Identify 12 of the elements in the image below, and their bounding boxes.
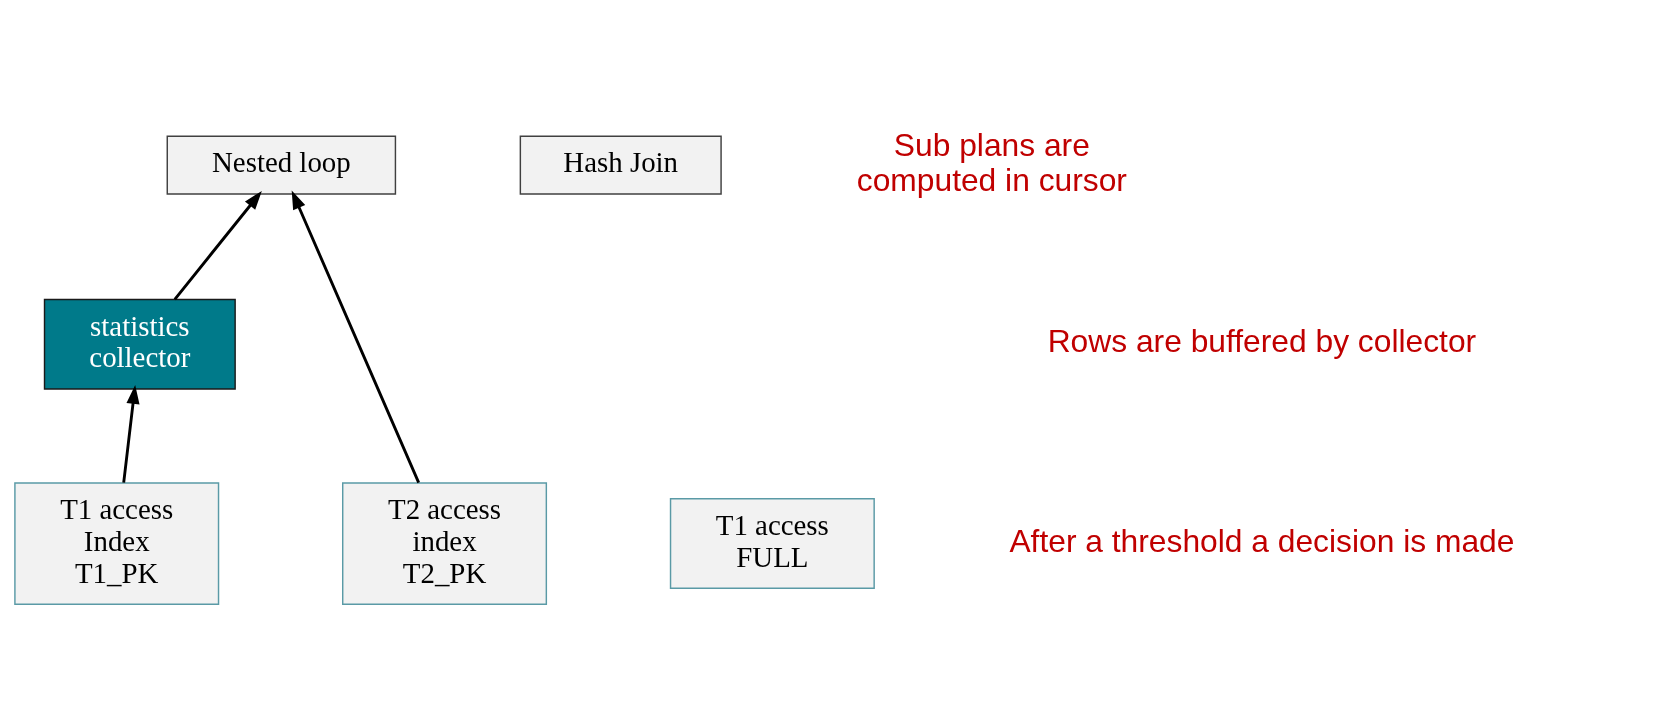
arrow: [122, 384, 140, 483]
arrow: [291, 189, 420, 483]
node-box: T2 access index T2_PK: [342, 481, 548, 605]
node-box: T1 access FULL: [669, 497, 875, 589]
arrow: [173, 190, 262, 300]
label: Rows are buffered by collector: [1047, 322, 1477, 359]
label: Sub plans are computed in cursor: [856, 126, 1127, 198]
node-box: Hash Join: [519, 135, 722, 195]
node-box: Nested loop: [166, 135, 397, 195]
node-box: T1 access Index T1_PK: [14, 481, 220, 605]
node-box: statistics collector: [43, 298, 236, 390]
label: After a threshold a decision is made: [1009, 522, 1515, 559]
